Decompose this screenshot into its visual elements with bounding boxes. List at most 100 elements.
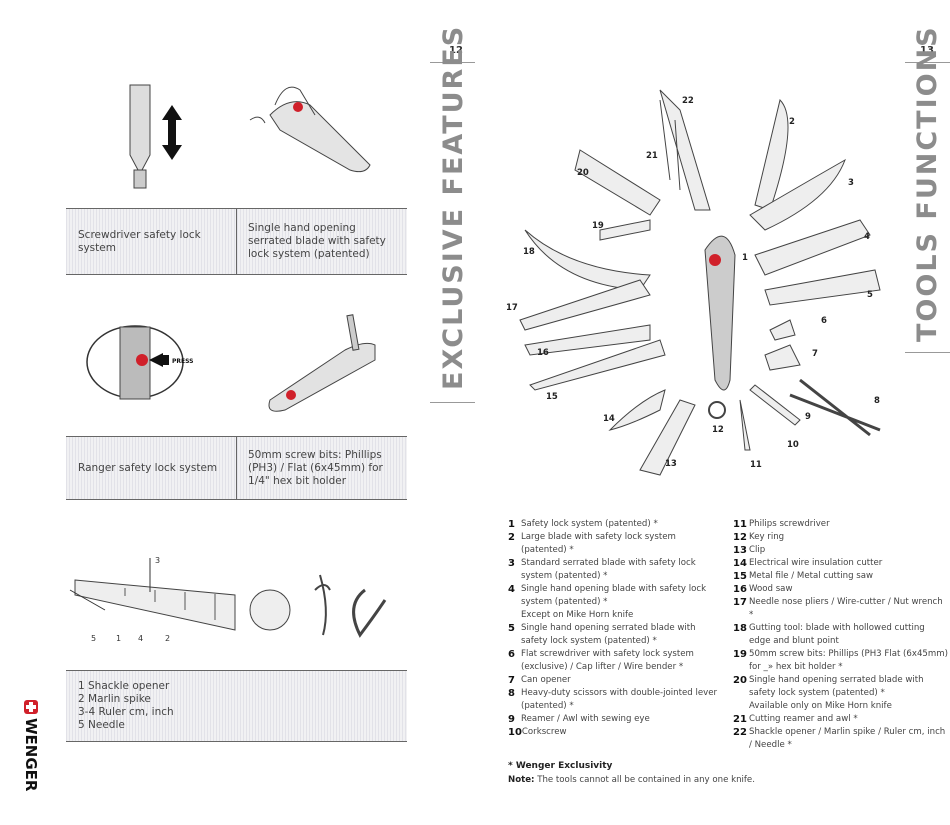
feature-line: 5 Needle <box>78 719 125 731</box>
list-item: 1 Safety lock system (patented) * <box>508 518 723 531</box>
item-text: Safety lock system (patented) * <box>521 519 658 529</box>
wenger-cross-logo-icon <box>24 700 38 714</box>
item-text: Cutting reamer and awl * <box>749 714 858 724</box>
item-number: 10 <box>508 727 522 738</box>
page-number-left: 12 <box>449 45 463 56</box>
callout-1: 1 <box>742 253 748 263</box>
item-text: Clip <box>749 545 766 555</box>
callout-18: 18 <box>523 247 535 257</box>
item-number: 12 <box>733 532 747 543</box>
callout-7: 7 <box>812 349 818 359</box>
callout-10: 10 <box>787 440 799 450</box>
callout-11: 11 <box>750 460 762 470</box>
list-item: 8 Heavy-duty scissors with double-jointed… <box>508 687 723 713</box>
item-text: Large blade with safety lock system (pat… <box>521 532 676 555</box>
ruler-label: 3 <box>155 556 161 565</box>
screwdriver-lock-illustration <box>129 84 371 189</box>
item-number: 3 <box>508 558 515 569</box>
item-number: 1 <box>508 519 515 530</box>
callout-17: 17 <box>506 303 518 313</box>
item-text: Flat screwdriver with safety lock system… <box>521 649 694 672</box>
callout-20: 20 <box>577 168 589 178</box>
item-text: Corkscrew <box>521 727 567 737</box>
callout-8: 8 <box>874 396 880 406</box>
note-label: Note: <box>508 775 535 785</box>
callout-12: 12 <box>712 425 724 435</box>
feature-panel-2: Ranger safety lock system 50mm screw bit… <box>66 436 407 500</box>
feature-line: 2 Marlin spike <box>78 693 151 705</box>
item-number: 5 <box>508 623 515 634</box>
note-text: The tools cannot all be contained in any… <box>537 775 755 785</box>
item-text: Single hand opening serrated blade with … <box>749 675 924 698</box>
feature-panel-3: 1 Shackle opener 2 Marlin spike 3-4 Rule… <box>66 670 407 742</box>
shackle-ruler-illustration <box>69 558 387 638</box>
side-heading-tools-functions: TOOLS FUNCTIONS <box>912 25 943 342</box>
divider <box>236 437 237 499</box>
callout-5: 5 <box>867 290 873 300</box>
item-text: Gutting tool: blade with hollowed cuttin… <box>749 623 925 646</box>
item-number: 4 <box>508 584 515 595</box>
item-text: Electrical wire insulation cutter <box>749 558 883 568</box>
item-note: Except on Mike Horn knife <box>521 610 634 620</box>
item-number: 11 <box>733 519 747 530</box>
feature-line: 1 Shackle opener <box>78 680 170 692</box>
tool-list-left: 1 Safety lock system (patented) * 2 Large … <box>508 518 723 739</box>
press-label: PRESS <box>172 358 194 365</box>
exploded-knife-diagram <box>519 89 881 476</box>
item-text: Heavy-duty scissors with double-jointed … <box>521 688 718 711</box>
item-number: 9 <box>508 714 515 725</box>
item-number: 2 <box>508 532 515 543</box>
feature-label: Single hand opening serrated blade with … <box>248 222 386 260</box>
item-number: 16 <box>733 584 747 595</box>
item-number: 20 <box>733 675 747 686</box>
item-text: Single hand opening blade with safety lo… <box>521 584 707 607</box>
callout-21: 21 <box>646 151 658 161</box>
footnote-title: * Wenger Exclusivity <box>508 761 613 771</box>
item-number: 19 <box>733 649 747 660</box>
callout-4: 4 <box>864 232 870 242</box>
feature-label: Ranger safety lock system <box>78 461 218 474</box>
list-item: 4 Single hand opening blade with safety l… <box>508 583 723 622</box>
item-text: Shackle opener / Marlin spike / Ruler cm… <box>749 727 946 750</box>
side-heading-exclusive-features: EXCLUSIVE FEATURES <box>438 24 469 390</box>
item-number: 14 <box>733 558 747 569</box>
ranger-lock-illustration: PRESS <box>86 314 376 412</box>
item-note: Available only on Mike Horn knife <box>749 701 892 711</box>
item-number: 13 <box>733 545 747 556</box>
callout-13: 13 <box>665 459 677 469</box>
item-text: Needle nose pliers / Wire-cutter / Nut w… <box>749 597 943 620</box>
item-number: 15 <box>733 571 747 582</box>
item-number: 22 <box>733 727 747 738</box>
feature-panel-1: Screwdriver safety lock system Single ha… <box>66 208 407 275</box>
item-number: 21 <box>733 714 747 725</box>
item-text: Wood saw <box>749 584 793 594</box>
feature-line: 3-4 Ruler cm, inch <box>78 706 174 718</box>
item-number: 17 <box>733 597 747 608</box>
ruler-label: 1 <box>116 634 122 643</box>
divider <box>905 62 950 63</box>
callout-19: 19 <box>592 221 604 231</box>
list-item: 2 Large blade with safety lock system (pa… <box>508 531 723 557</box>
item-number: 8 <box>508 688 515 699</box>
callout-6: 6 <box>821 316 827 326</box>
divider <box>430 62 475 63</box>
divider <box>430 402 475 403</box>
feature-label: Screwdriver safety lock system <box>78 228 201 254</box>
item-number: 7 <box>508 675 515 686</box>
callout-16: 16 <box>537 348 549 358</box>
note: Note: The tools cannot all be contained … <box>508 775 755 785</box>
